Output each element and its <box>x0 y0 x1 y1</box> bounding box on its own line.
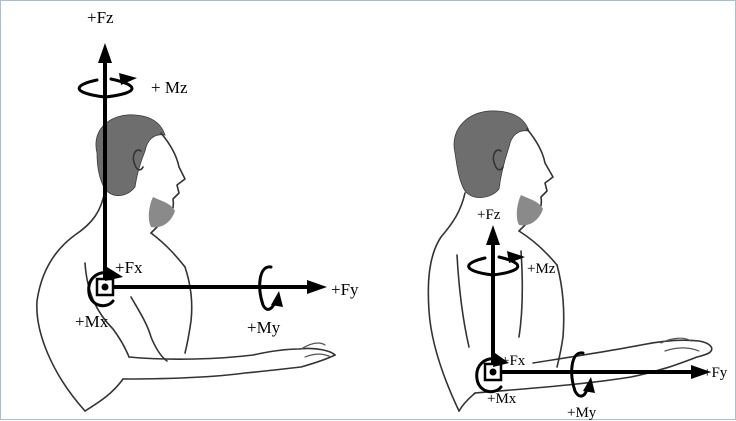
right-shoulder-line <box>519 231 557 265</box>
right-fz-arrowhead <box>486 225 500 245</box>
right-figure: +Fz +Mz +Fx +Mx +Fy +My <box>428 111 727 421</box>
left-mx-label: +Mx <box>75 312 109 331</box>
right-person-sketch <box>428 111 711 411</box>
left-fz-arrowhead <box>98 43 112 63</box>
right-fz-label: +Fz <box>477 207 501 223</box>
right-hair <box>454 111 529 198</box>
right-fy-label: +Fy <box>703 365 728 381</box>
left-lower-body <box>85 379 123 411</box>
right-arm-inner <box>519 251 522 337</box>
left-fx-label: +Fx <box>115 258 143 277</box>
left-mz-moment-arrow <box>79 73 137 97</box>
left-shoulder-line <box>151 233 185 267</box>
right-mx-label: +Mx <box>487 391 517 407</box>
right-mz-label: +Mz <box>527 261 556 277</box>
left-torso-front <box>185 267 192 353</box>
left-figure: +Fz + Mz +Fx +Mx +Fy +My <box>37 8 359 411</box>
left-arm-inner <box>131 297 167 361</box>
left-fx-origin-symbol <box>97 279 113 295</box>
right-lower-body <box>459 393 475 411</box>
left-person-sketch <box>37 115 335 411</box>
left-mz-label: + Mz <box>151 78 188 97</box>
left-fy-arrowhead <box>307 280 327 294</box>
left-my-label: +My <box>247 318 281 337</box>
right-arm-outer <box>457 255 469 347</box>
right-mz-moment-arrow <box>469 251 525 275</box>
right-beard <box>517 195 543 225</box>
right-fx-origin-symbol <box>485 364 501 380</box>
left-back-line <box>37 191 105 411</box>
right-my-moment-arrow <box>572 353 595 396</box>
right-fx-label: +Fx <box>501 353 526 369</box>
right-my-label: +My <box>567 405 597 421</box>
right-torso-front <box>557 265 564 367</box>
right-back-line <box>428 193 465 411</box>
left-beard <box>149 197 175 227</box>
left-fz-label: +Fz <box>87 8 114 27</box>
left-fy-label: +Fy <box>331 280 359 299</box>
